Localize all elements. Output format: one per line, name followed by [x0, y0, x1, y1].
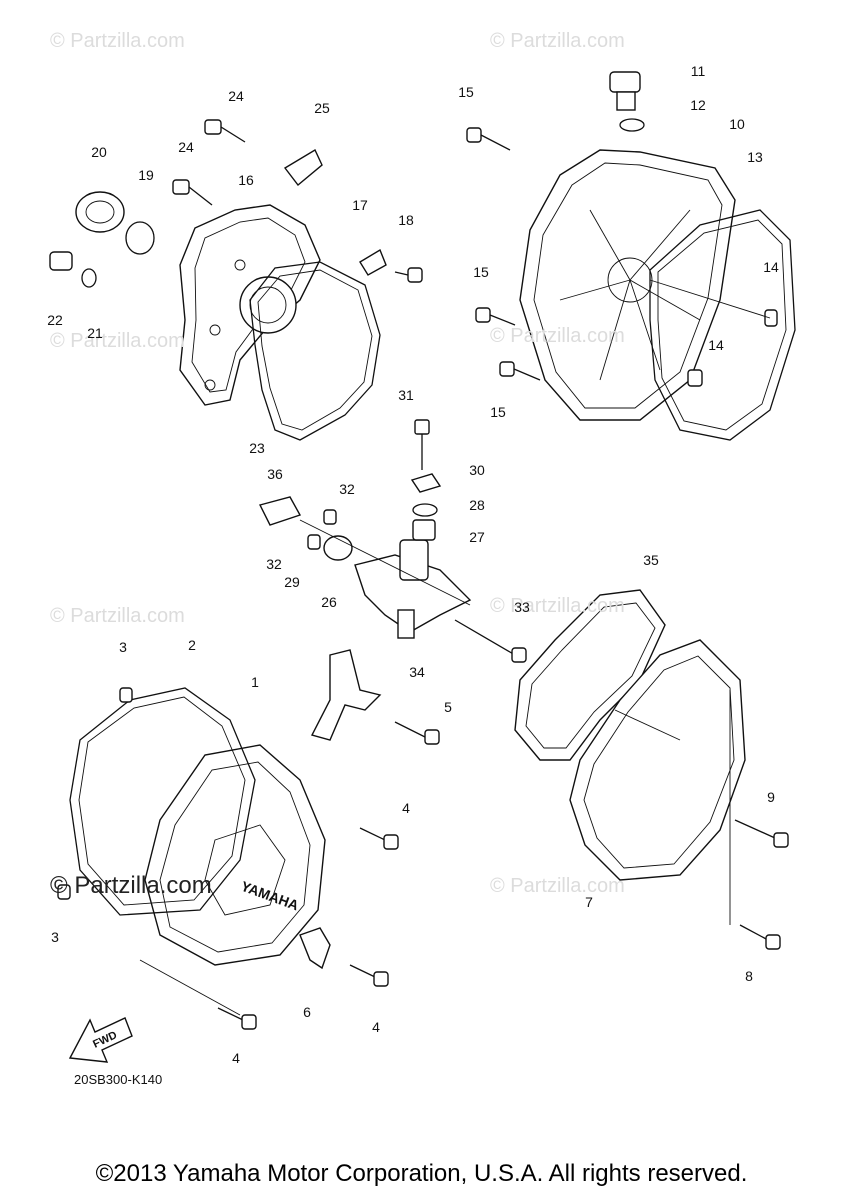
callout-4: 4: [372, 1019, 380, 1035]
callout-25: 25: [314, 100, 330, 116]
callout-34: 34: [409, 664, 425, 680]
bolt-31: [414, 419, 430, 470]
plug-20: [75, 191, 125, 233]
clamp-6: [299, 927, 331, 970]
callout-32: 32: [339, 481, 355, 497]
watermark: © Partzilla.com: [50, 330, 185, 352]
bolts-24: [172, 119, 246, 206]
callout-30: 30: [469, 462, 485, 478]
bolts-15: [466, 127, 541, 381]
watermark: © Partzilla.com: [490, 875, 625, 897]
callout-15: 15: [458, 84, 474, 100]
callout-14: 14: [708, 337, 724, 353]
callout-14: 14: [763, 259, 779, 275]
bolt-5: [394, 721, 440, 745]
callout-20: 20: [91, 144, 107, 160]
callout-28: 28: [469, 497, 485, 513]
callout-16: 16: [238, 172, 254, 188]
bolt-33: [454, 619, 527, 663]
callout-35: 35: [643, 552, 659, 568]
cover-7: [569, 639, 746, 881]
callout-11: 11: [690, 63, 706, 79]
watermark: © Partzilla.com: [490, 325, 625, 347]
o-ring-12: [619, 118, 645, 132]
plug-22: [49, 251, 73, 271]
callout-4: 4: [402, 800, 410, 816]
gasket-2: [69, 687, 256, 916]
callout-33: 33: [514, 599, 530, 615]
o-ring-19: [125, 221, 155, 255]
seal-28: [412, 503, 438, 517]
callout-3: 3: [51, 929, 59, 945]
pump-housing-26: [354, 539, 472, 639]
leader-4: [139, 959, 241, 1016]
bolt-18: [394, 267, 423, 283]
gasket-23: [249, 261, 381, 441]
callout-31: 31: [398, 387, 414, 403]
watermark-strong: © Partzilla.com: [50, 872, 212, 899]
dowel-3a: [119, 687, 133, 703]
generator-cover-1: YAMAHA: [144, 744, 326, 966]
axis-leader: [299, 519, 471, 606]
bracket-36: [258, 496, 302, 526]
watermark: © Partzilla.com: [50, 30, 185, 52]
callout-8: 8: [745, 968, 753, 984]
sleeve-27: [412, 519, 436, 541]
dowel-3b: [57, 884, 71, 900]
callout-26: 26: [321, 594, 337, 610]
clutch-cover-10: [519, 149, 736, 421]
bolts-4: [217, 827, 399, 1030]
callout-4: 4: [232, 1050, 240, 1066]
callout-36: 36: [267, 466, 283, 482]
fwd-arrow-icon: FWD: [68, 1017, 133, 1063]
callout-29: 29: [284, 574, 300, 590]
dowel-pins-14: [687, 309, 778, 387]
callout-3: 3: [119, 639, 127, 655]
callout-32: 32: [266, 556, 282, 572]
copyright-notice: ©2013 Yamaha Motor Corporation, U.S.A. A…: [95, 1160, 748, 1187]
callout-21: 21: [87, 325, 103, 341]
bracket-34: [310, 649, 382, 741]
callout-23: 23: [249, 440, 265, 456]
callout-17: 17: [352, 197, 368, 213]
callout-5: 5: [444, 699, 452, 715]
callout-24: 24: [228, 88, 244, 104]
watermark: © Partzilla.com: [490, 595, 625, 617]
callout-18: 18: [398, 212, 414, 228]
callout-9: 9: [767, 789, 775, 805]
clip-17: [359, 248, 387, 276]
washer-21: [81, 268, 97, 288]
bracket-25: [283, 149, 323, 187]
filler-cap-11: [609, 71, 641, 111]
pin-32a: [307, 534, 321, 550]
bolt-9: [734, 819, 789, 848]
callout-22: 22: [47, 312, 63, 328]
bolt-8: [739, 924, 781, 950]
callout-12: 12: [690, 97, 706, 113]
callout-2: 2: [188, 637, 196, 653]
watermark: © Partzilla.com: [490, 30, 625, 52]
pin-32b: [323, 509, 337, 525]
callout-19: 19: [138, 167, 154, 183]
callout-13: 13: [747, 149, 763, 165]
leader-14: [649, 279, 771, 319]
watermark: © Partzilla.com: [50, 605, 185, 627]
bearing-29: [323, 535, 353, 561]
gasket-13: [649, 209, 796, 441]
callout-7: 7: [585, 894, 593, 910]
callout-1: 1: [251, 674, 259, 690]
diagram-code: 20SB300-K140: [74, 1072, 163, 1087]
callout-15: 15: [490, 404, 506, 420]
callout-6: 6: [303, 1004, 311, 1020]
washer-30: [410, 473, 442, 493]
callout-15: 15: [473, 264, 489, 280]
callout-10: 10: [729, 116, 745, 132]
callout-24: 24: [178, 139, 194, 155]
callout-27: 27: [469, 529, 485, 545]
